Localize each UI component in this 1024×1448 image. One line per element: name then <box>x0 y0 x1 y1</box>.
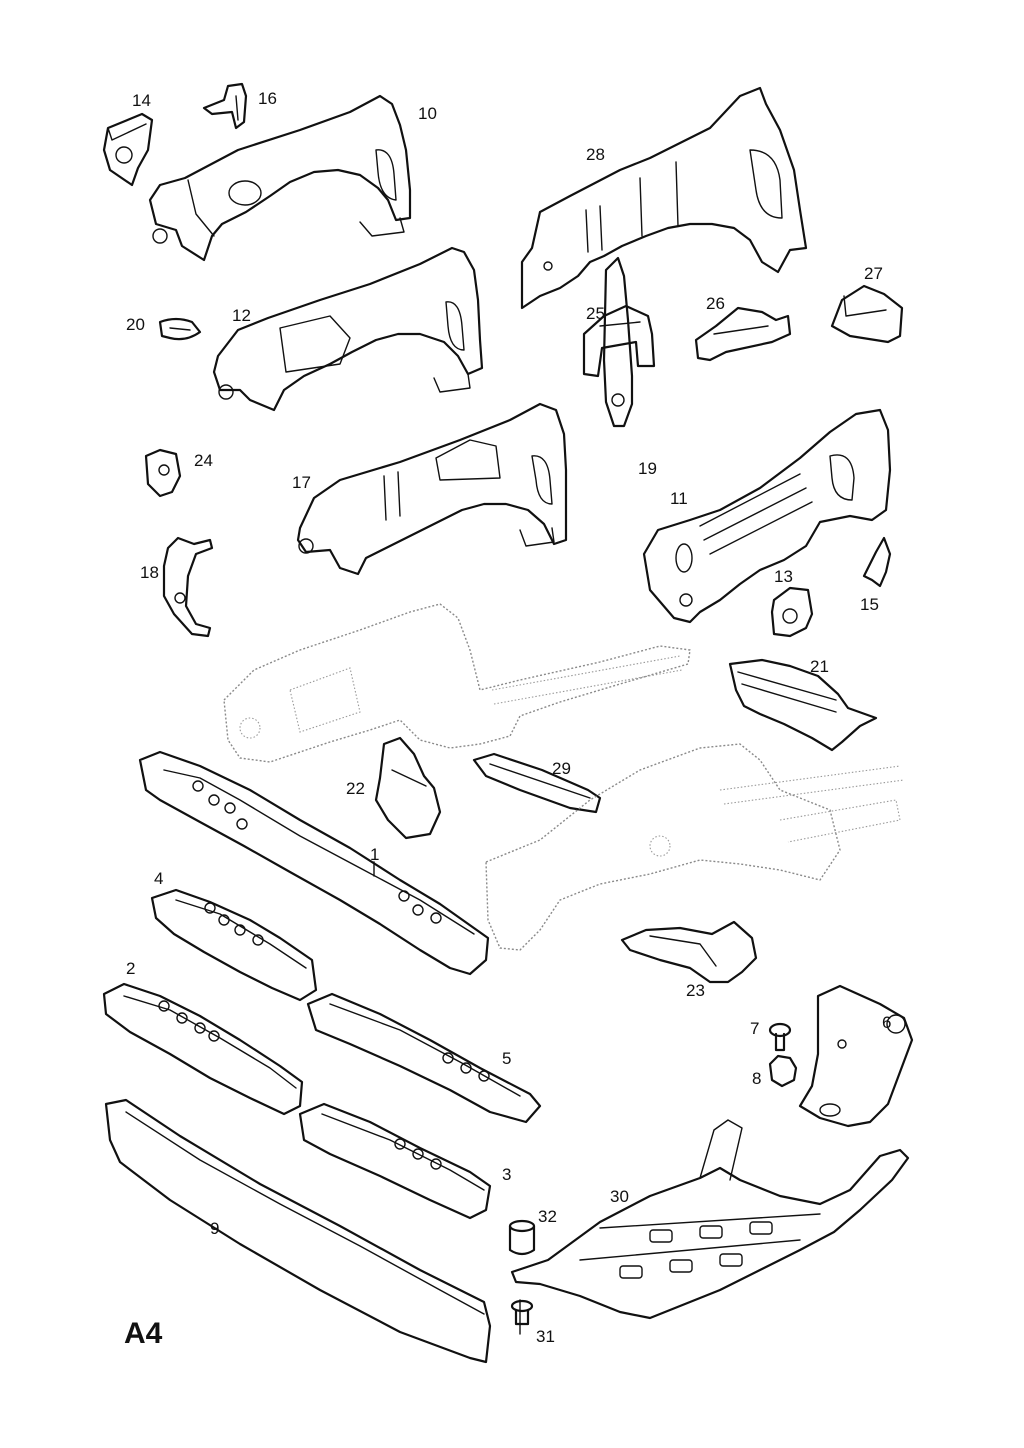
part-25-bracket <box>582 304 656 378</box>
callout-17: 17 <box>292 473 311 492</box>
callout-4: 4 <box>154 869 163 888</box>
part-15-clip <box>862 536 892 588</box>
part-23-bracket <box>620 920 758 984</box>
callout-25: 25 <box>586 304 605 323</box>
part-28-inner-wheelhouse <box>520 86 808 310</box>
part-9-bumper-beam <box>104 1098 492 1364</box>
part-8-nut <box>768 1054 798 1088</box>
callout-24: 24 <box>194 451 213 470</box>
callout-11: 11 <box>670 489 688 508</box>
callout-12: 12 <box>232 306 251 325</box>
callout-26: 26 <box>706 294 725 313</box>
part-4-cross-member-section <box>150 888 318 1002</box>
callout-29: 29 <box>552 759 571 778</box>
part-22-bracket <box>374 736 442 840</box>
callout-2: 2 <box>126 959 135 978</box>
callout-27: 27 <box>864 264 883 283</box>
callout-14: 14 <box>132 91 151 110</box>
callout-32: 32 <box>538 1207 557 1226</box>
part-13-bracket <box>770 586 814 638</box>
part-19-bracket <box>602 256 634 428</box>
part-2-cross-member-section <box>102 982 304 1116</box>
callout-28: 28 <box>586 145 605 164</box>
callout-18: 18 <box>140 563 159 582</box>
callout-30: 30 <box>610 1187 629 1206</box>
ghost-front-structure-upper <box>223 603 691 763</box>
part-5-cross-member-section <box>306 992 542 1124</box>
sheet-label: A4 <box>124 1317 163 1350</box>
part-11-side-panel <box>642 408 892 624</box>
callout-20: 20 <box>126 315 145 334</box>
part-6-mount-bracket <box>798 984 914 1128</box>
callout-22: 22 <box>346 779 365 798</box>
part-16-clip <box>202 82 248 130</box>
part-14-bracket <box>102 112 154 187</box>
part-21-curved-panel <box>728 658 878 752</box>
part-24-bracket <box>144 448 182 498</box>
part-32-grommet <box>508 1219 536 1256</box>
callout-7: 7 <box>750 1019 759 1038</box>
part-20-hook-clip <box>158 317 202 341</box>
callout-31: 31 <box>536 1327 555 1346</box>
part-17-wheelhouse-panel <box>296 402 568 576</box>
part-30-underbody-shield <box>510 1119 910 1320</box>
callout-1: 1 <box>370 845 379 864</box>
callout-21: 21 <box>810 657 829 676</box>
callout-23: 23 <box>686 981 705 1000</box>
callout-6: 6 <box>882 1013 891 1032</box>
callout-10: 10 <box>418 104 437 123</box>
part-7-bolt <box>768 1022 792 1052</box>
callout-3: 3 <box>502 1165 511 1184</box>
callout-13: 13 <box>774 567 793 586</box>
part-1-cross-member <box>138 750 490 976</box>
callout-8: 8 <box>752 1069 761 1088</box>
part-12-wheelhouse-panel <box>212 246 484 412</box>
part-3-cross-member-section <box>298 1102 492 1220</box>
part-27-bracket <box>830 284 904 344</box>
part-10-wheelhouse-panel <box>148 94 412 262</box>
callout-19: 19 <box>638 459 657 478</box>
callout-9: 9 <box>210 1219 219 1238</box>
callout-15: 15 <box>860 595 879 614</box>
part-18-bracket <box>162 536 214 638</box>
ghost-front-structure-lower <box>485 743 905 951</box>
callout-5: 5 <box>502 1049 511 1068</box>
part-1-bolt-holes <box>192 780 442 924</box>
part-26-bracket <box>694 306 792 362</box>
callout-16: 16 <box>258 89 277 108</box>
part-31-screw <box>510 1299 534 1326</box>
leader-lines <box>373 861 521 1335</box>
part-29-rail-bracket <box>472 752 602 814</box>
